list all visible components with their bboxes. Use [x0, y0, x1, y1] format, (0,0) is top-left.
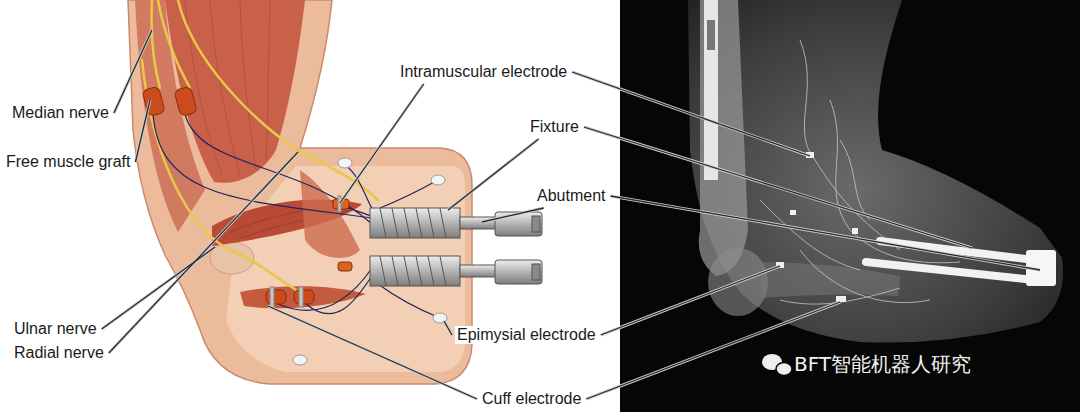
leader-line [114, 30, 152, 113]
leader-line [444, 321, 452, 335]
part-label: Ulnar nerve [12, 320, 99, 338]
leader-halo [109, 152, 298, 353]
leader-line [268, 306, 477, 399]
leader-group [102, 30, 1040, 399]
leader-halo [135, 100, 150, 162]
leader-line [448, 139, 539, 210]
leader-line [610, 196, 1040, 270]
leader-halo [610, 196, 1040, 270]
part-label: Abutment [535, 187, 607, 205]
leader-halo [601, 266, 780, 335]
leader-halo [114, 30, 152, 113]
part-label: Free muscle graft [4, 153, 132, 171]
leader-halo [586, 302, 840, 399]
part-label: Radial nerve [12, 344, 106, 362]
leader-line [586, 302, 840, 399]
leader-halo [102, 247, 215, 329]
leader-line [482, 208, 544, 222]
watermark: BFT智能机器人研究 [792, 352, 973, 376]
leader-halo [448, 139, 539, 210]
leader-halo [268, 306, 477, 399]
leader-line [102, 247, 215, 329]
leader-line [340, 84, 424, 203]
leader-halo [444, 321, 452, 335]
part-label: Cuff electrode [480, 390, 583, 408]
leader-line [601, 266, 780, 335]
leader-line [135, 100, 150, 162]
leader-line [584, 127, 972, 248]
leader-halo [340, 84, 424, 203]
leader-halo [482, 208, 544, 222]
leader-line [109, 152, 298, 353]
leader-line [572, 72, 810, 156]
part-label: Fixture [528, 118, 581, 136]
part-label: Intramuscular electrode [398, 63, 569, 81]
part-label: Median nerve [10, 104, 111, 122]
leader-halo [572, 72, 810, 156]
part-label: Epimysial electrode [455, 326, 598, 344]
